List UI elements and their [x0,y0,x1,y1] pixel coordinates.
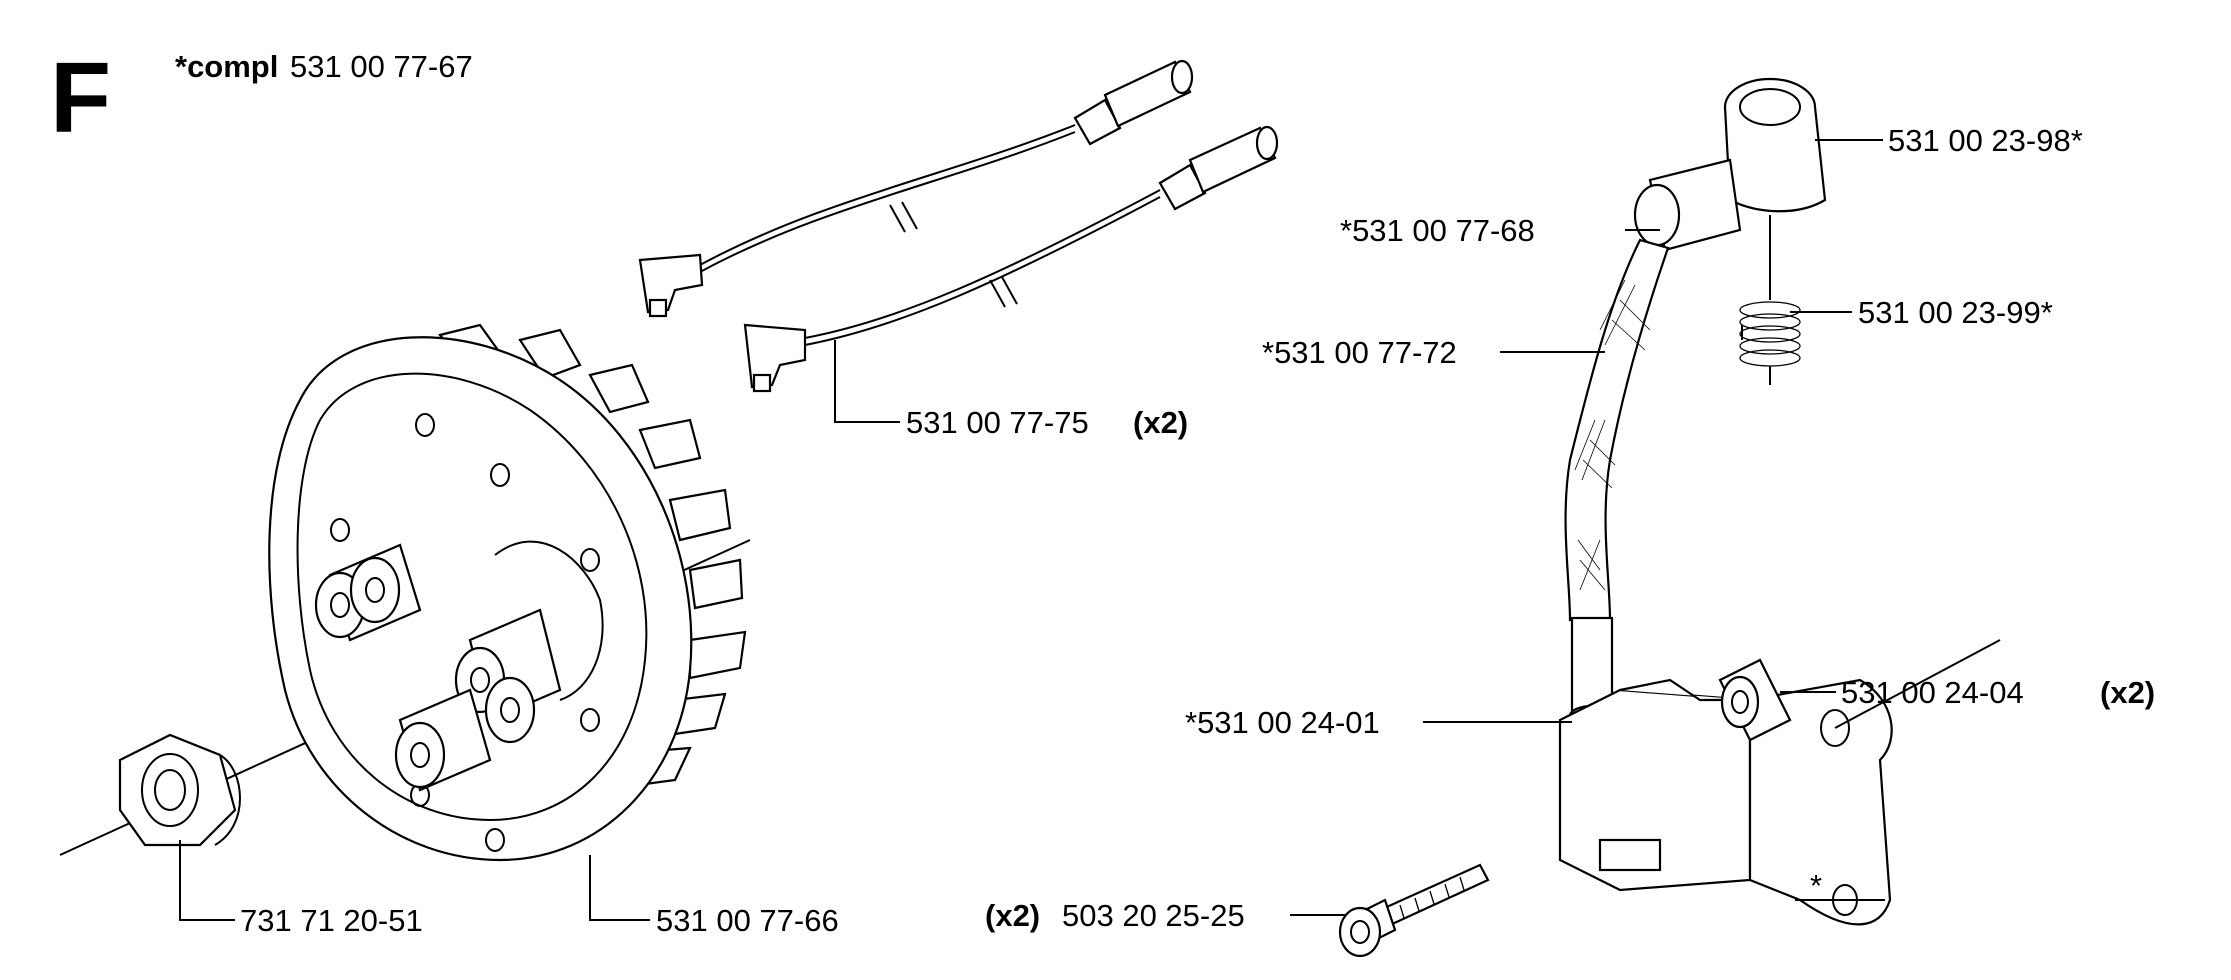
plug-cables-drawing [638,59,1279,393]
label-spacer: 531 00 24-04 [1841,675,2024,710]
compl-prefix: *compl [175,49,278,84]
label-screw-qty: (x2) [985,898,1040,933]
label-cable-a: *531 00 77-68 [1340,213,1535,248]
label-boot-cap: 531 00 23-98* [1888,123,2083,158]
flywheel-drawing [59,323,751,862]
label-flywheel: 531 00 77-66 [656,903,839,938]
label-plug-cable-qty: (x2) [1133,405,1188,440]
label-coil: * [1810,868,1822,903]
label-nut: 731 71 20-51 [240,903,423,938]
leader-lines [179,139,1885,921]
nut-drawing [118,733,241,847]
ignition-coil-drawing [1338,77,2001,958]
label-spring: 531 00 23-99* [1858,295,2053,330]
compl-number: 531 00 77-67 [290,49,473,84]
label-screw: 503 20 25-25 [1062,898,1245,933]
section-letter: F [50,42,111,154]
label-cable-b: *531 00 77-72 [1262,335,1457,370]
label-spacer-qty: (x2) [2100,675,2155,710]
label-plug-cable: 531 00 77-75 [906,405,1089,440]
label-coil-connector: *531 00 24-01 [1185,705,1380,740]
